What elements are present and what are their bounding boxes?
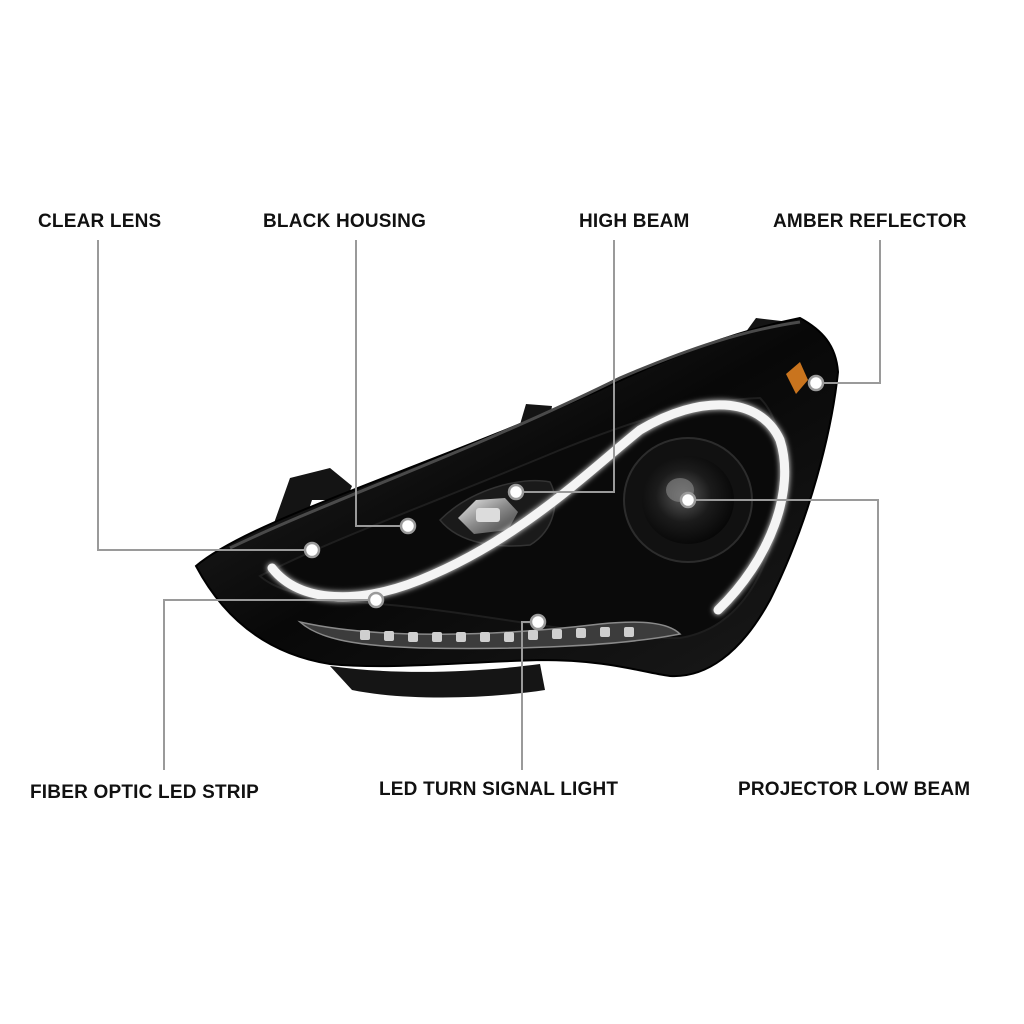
dot-high-beam xyxy=(507,483,525,501)
label-high-beam: HIGH BEAM xyxy=(579,211,690,232)
leader-projector-low-beam xyxy=(688,499,879,770)
callout-dots xyxy=(303,374,825,631)
dot-turn-signal xyxy=(529,613,547,631)
label-clear-lens: CLEAR LENS xyxy=(38,211,162,232)
leader-clear-lens xyxy=(97,240,312,551)
leader-high-beam xyxy=(516,240,615,493)
label-black-housing: BLACK HOUSING xyxy=(263,211,427,232)
dot-clear-lens xyxy=(303,541,321,559)
leader-black-housing xyxy=(355,240,408,527)
amber-reflector-piece xyxy=(786,362,808,394)
turn-signal-strip xyxy=(297,620,682,650)
label-amber-reflector: AMBER REFLECTOR xyxy=(773,211,967,232)
dot-fiber-optic-strip xyxy=(367,591,385,609)
lower-trim xyxy=(330,664,545,698)
headlight-assembly xyxy=(194,316,840,698)
label-projector-low-beam: PROJECTOR LOW BEAM xyxy=(738,779,971,800)
top-trim xyxy=(229,320,801,550)
dot-projector-low-beam xyxy=(679,491,697,509)
dot-amber-reflector xyxy=(807,374,825,392)
leader-lines xyxy=(97,240,881,770)
leader-amber-reflector xyxy=(816,240,881,384)
label-led-turn-signal-light: LED TURN SIGNAL LIGHT xyxy=(379,779,619,800)
label-fiber-optic-led-strip: FIBER OPTIC LED STRIP xyxy=(30,782,260,803)
dot-black-housing xyxy=(399,517,417,535)
high-beam-unit xyxy=(438,479,556,547)
leader-fiber-optic-strip xyxy=(163,599,376,770)
